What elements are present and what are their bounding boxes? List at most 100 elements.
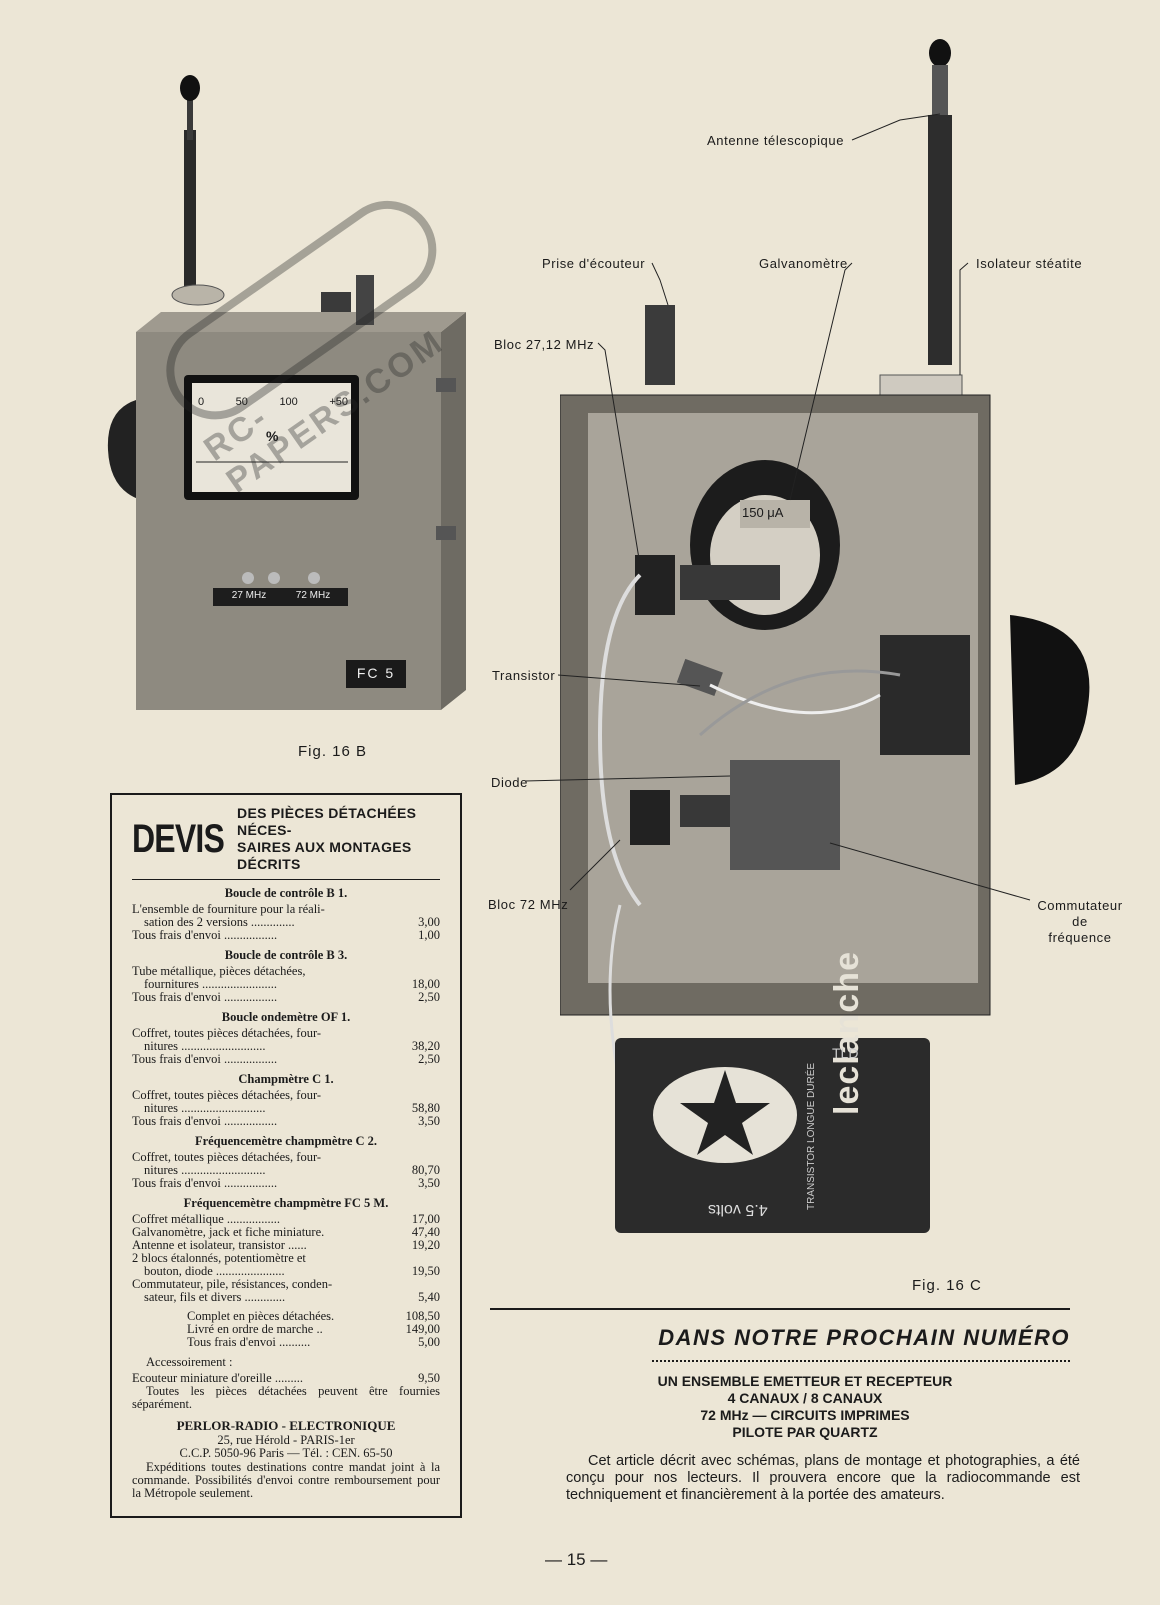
devis-row: Coffret métallique .................17,0… (132, 1213, 440, 1226)
devis-row-text: bouton, diode ...................... (144, 1264, 285, 1278)
next-issue-line: UN ENSEMBLE EMETTEUR ET RECEPTEUR (657, 1373, 953, 1389)
devis-row-text: Tous frais d'envoi ................. (132, 1052, 278, 1066)
devis-row-text: Coffret, toutes pièces détachées, four- (132, 1026, 322, 1040)
devis-box: DEVIS DES PIÈCES DÉTACHÉES NÉCES- SAIRES… (110, 793, 462, 1518)
devis-row: Tous frais d'envoi ................. 2,50 (132, 991, 440, 1004)
devis-row-price: 3,50 (418, 1114, 440, 1128)
devis-row-text: nitures ........................... (144, 1039, 266, 1053)
devis-subtitle-2: SAIRES AUX MONTAGES DÉCRITS (237, 839, 412, 872)
meter-unit: % (266, 428, 279, 444)
label-diode: Diode (491, 775, 528, 790)
accessoire-row: Ecouteur miniature d'oreille ......... 9,… (132, 1372, 440, 1385)
devis-row-price: 38,20 (411, 1039, 440, 1053)
devis-row-price: 5,40 (418, 1290, 440, 1304)
devis-row-text: nitures ........................... (144, 1101, 266, 1115)
next-issue-rule-top (490, 1308, 1070, 1310)
accessoire-title: Accessoirement : (146, 1355, 233, 1369)
devis-row-text: Tous frais d'envoi ................. (132, 1114, 278, 1128)
devis-section-title: Boucle ondemètre OF 1. (221, 1010, 351, 1024)
accessoire-price: 9,50 (418, 1371, 440, 1385)
next-issue-line: PILOTE PAR QUARTZ (732, 1424, 878, 1440)
devis-row-text: fournitures ........................ (144, 977, 277, 991)
devis-row: Antenne et isolateur, transistor ...... 1… (132, 1239, 440, 1252)
fig-16c-photo: 150 μA leclanche TRANSISTOR LONGUE DURÉE… (559, 35, 1115, 1275)
devis-row-text: L'ensemble de fourniture pour la réali- (132, 902, 325, 916)
battery-code: TLD (832, 1045, 859, 1061)
total-row: Livré en ordre de marche ..149,00 (187, 1323, 440, 1336)
label-bloc72: Bloc 72 MHz (488, 897, 569, 912)
devis-row-text: sateur, fils et divers ............. (144, 1290, 286, 1304)
devis-row: Commutateur, pile, résistances, conden- (132, 1278, 440, 1291)
fc5-device-illustration (107, 75, 466, 710)
devis-row: Coffret, toutes pièces détachées, four- (132, 1151, 440, 1164)
devis-row: Galvanomètre, jack et fiche miniature.47… (132, 1226, 440, 1239)
devis-row-price: 80,70 (411, 1163, 440, 1177)
total-text: Complet en pièces détachées. (187, 1309, 335, 1323)
label-antenne: Antenne télescopique (707, 133, 845, 148)
devis-row: 2 blocs étalonnés, potentiomètre et (132, 1252, 440, 1265)
fc5-plate: FC 5 (356, 665, 396, 681)
total-row: Complet en pièces détachées. 108,50 (187, 1310, 440, 1323)
devis-row-price: 58,80 (411, 1101, 440, 1115)
devis-row-text: Coffret, toutes pièces détachées, four- (132, 1088, 322, 1102)
devis-section-title: Fréquencemètre champmètre FC 5 M. (183, 1196, 389, 1210)
devis-row-text: Tous frais d'envoi ................. (132, 990, 278, 1004)
devis-subtitle-1: DES PIÈCES DÉTACHÉES NÉCES- (237, 805, 417, 838)
devis-section-title: Boucle de contrôle B 3. (224, 948, 348, 962)
devis-row: sation des 2 versions .............. 3,00 (132, 916, 440, 929)
devis-totals: Complet en pièces détachées. 108,50 Livré… (132, 1310, 440, 1349)
devis-row: sateur, fils et divers ............. 5,40 (132, 1291, 440, 1304)
devis-row-price: 2,50 (418, 990, 440, 1004)
devis-row-text: Coffret métallique ................. (132, 1212, 281, 1226)
devis-row-price: 47,40 (411, 1225, 440, 1239)
devis-row: nitures ...........................80,70 (132, 1164, 440, 1177)
devis-row-text: Tube métallique, pièces détachées, (132, 964, 306, 978)
devis-sections: Boucle de contrôle B 1. L'ensemble de fou… (132, 886, 440, 1304)
next-issue-line: 4 CANAUX / 8 CANAUX (727, 1390, 883, 1406)
accessoire-note: Toutes les pièces détachées peuvent être… (132, 1384, 440, 1411)
shipping-note: Expéditions toutes destinations contre m… (132, 1460, 440, 1500)
fig-16b-caption: Fig. 16 B (298, 743, 368, 760)
label-commutateur: Commutateur de fréquence (1037, 898, 1123, 945)
devis-row: Coffret, toutes pièces détachées, four- (132, 1089, 440, 1102)
battery-volts: 4.5 volts (708, 1201, 768, 1218)
devis-row: Tous frais d'envoi ................. 3,50 (132, 1115, 440, 1128)
devis-row: Tous frais d'envoi .................1,00 (132, 929, 440, 942)
devis-row-text: Tous frais d'envoi ................. (132, 1176, 278, 1190)
devis-row-price: 19,20 (411, 1238, 440, 1252)
devis-row-price: 18,00 (411, 977, 440, 991)
company-ccp: C.C.P. 5050-96 Paris — Tél. : CEN. 65-50 (179, 1446, 393, 1460)
switch-label-27: 27 MHz (231, 590, 267, 601)
devis-row-text: Antenne et isolateur, transistor ...... (132, 1238, 307, 1252)
meter-tick-0: 0 (198, 396, 205, 408)
devis-row-price: 3,00 (418, 915, 440, 929)
devis-row-text: sation des 2 versions .............. (144, 915, 295, 929)
devis-title: DEVIS (132, 817, 225, 861)
next-issue-rule-wavy (652, 1357, 1070, 1362)
total-price: 149,00 (405, 1322, 440, 1336)
devis-row-price: 3,50 (418, 1176, 440, 1190)
label-transistor: Transistor (492, 668, 556, 683)
devis-section-title: Boucle de contrôle B 1. (224, 886, 348, 900)
devis-row-text: Coffret, toutes pièces détachées, four- (132, 1150, 322, 1164)
devis-row: L'ensemble de fourniture pour la réali- (132, 903, 440, 916)
meter-tick-100: 100 (279, 396, 298, 408)
devis-row-price: 19,50 (411, 1264, 440, 1278)
meter-scale: 0 50 100 +50 (198, 396, 348, 408)
devis-row: Tous frais d'envoi ................. 2,50 (132, 1053, 440, 1066)
label-isolateur: Isolateur stéatite (976, 256, 1083, 271)
devis-row: Coffret, toutes pièces détachées, four- (132, 1027, 440, 1040)
total-price: 108,50 (405, 1309, 440, 1323)
label-bloc27: Bloc 27,12 MHz (494, 337, 595, 352)
devis-row-price: 2,50 (418, 1052, 440, 1066)
page-number: — 15 — (545, 1550, 608, 1569)
total-price: 5,00 (418, 1335, 440, 1349)
next-issue-title: DANS NOTRE PROCHAIN NUMÉRO (658, 1325, 1070, 1350)
accessoire-text: Ecouteur miniature d'oreille ......... (132, 1371, 303, 1385)
meter-tick-plus50: +50 (329, 396, 348, 408)
meter-text: 150 μA (742, 505, 784, 520)
devis-row: fournitures ........................ 18,0… (132, 978, 440, 991)
switch-labels: 27 MHz 72 MHz (217, 590, 345, 601)
next-issue-line: 72 MHz — CIRCUITS IMPRIMES (700, 1407, 910, 1423)
next-issue-paragraph: Cet article décrit avec schémas, plans d… (566, 1453, 1080, 1503)
